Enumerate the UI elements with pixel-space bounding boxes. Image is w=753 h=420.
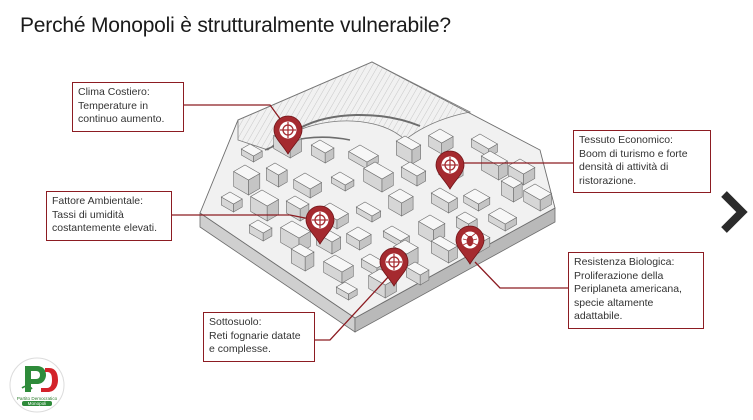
- callout-line: Temperature in: [78, 99, 149, 112]
- map-pin-sottosuolo: [379, 247, 409, 287]
- harbour-pier: [299, 114, 421, 129]
- callout-line: Boom di turismo e forte: [579, 147, 688, 160]
- building-block: [488, 207, 518, 232]
- callout-line: densità di attività di: [579, 161, 669, 174]
- crosshair-icon: [312, 212, 328, 228]
- callout-heading: Sottosuolo:: [209, 316, 262, 328]
- logo-caption: Partito Democratico Monopoli: [8, 396, 66, 407]
- building-block: [290, 243, 315, 272]
- callout-line: ristorazione.: [579, 174, 637, 187]
- map-pin-biologica: [455, 225, 485, 265]
- building-block: [233, 164, 261, 196]
- building-block: [463, 188, 491, 212]
- callout-heading: Fattore Ambientale:: [52, 195, 144, 207]
- building-block: [430, 235, 459, 264]
- building-block: [405, 261, 430, 286]
- building-block: [346, 226, 372, 251]
- crosshair-icon: [386, 254, 402, 270]
- callout-line: costantemente elevati.: [52, 222, 158, 235]
- building-block: [500, 175, 523, 203]
- map-pins: [273, 115, 485, 287]
- building-block: [395, 135, 422, 165]
- slide-title: Perché Monopoli è strutturalmente vulner…: [20, 14, 451, 37]
- callout-line: Tassi di umidità: [52, 208, 124, 221]
- building-block: [323, 254, 354, 284]
- callout-line: Proliferazione della: [574, 269, 664, 282]
- map-pin-ambientale: [305, 205, 335, 245]
- harbour-breakwater: [264, 136, 351, 151]
- cockroach-icon: [462, 232, 478, 247]
- building-block: [265, 162, 288, 188]
- map-pin-clima: [273, 115, 303, 155]
- building-block: [293, 172, 323, 199]
- callout-resistenza-biologica: Resistenza Biologica: Proliferazione del…: [568, 252, 704, 329]
- callout-line: e complesse.: [209, 343, 271, 356]
- chevron-right-icon[interactable]: [716, 188, 752, 236]
- callout-line: adattabile.: [574, 310, 623, 323]
- callout-clima-costiero: Clima Costiero: Temperature in continuo …: [72, 82, 184, 132]
- callout-heading: Clima Costiero:: [78, 86, 150, 98]
- callout-sottosuolo: Sottosuolo: Reti fognarie datate e compl…: [203, 312, 315, 362]
- crosshair-icon: [442, 157, 458, 173]
- building-block: [470, 133, 499, 158]
- building-block: [400, 161, 427, 187]
- leader-sottosuolo: [315, 274, 391, 341]
- building-block: [428, 128, 454, 155]
- leader-biologica: [474, 261, 568, 289]
- callout-line: specie altamente: [574, 296, 654, 309]
- crosshair-icon: [280, 122, 296, 138]
- building-block: [310, 139, 335, 164]
- building-block: [330, 171, 355, 192]
- party-logo: [9, 357, 65, 413]
- building-block: [508, 158, 536, 186]
- building-block: [363, 161, 394, 193]
- callout-tessuto-economico: Tessuto Economico: Boom di turismo e for…: [573, 130, 711, 194]
- logo-caption-line: Partito Democratico: [16, 396, 58, 401]
- callout-heading: Tessuto Economico:: [579, 134, 673, 146]
- map-pin-tessuto: [435, 150, 465, 190]
- building-block: [220, 191, 243, 213]
- callout-line: Periplaneta americana,: [574, 283, 682, 296]
- callout-heading: Resistenza Biologica:: [574, 256, 675, 268]
- building-block: [355, 201, 382, 223]
- callout-line: Reti fognarie datate: [209, 329, 301, 342]
- building-block: [240, 143, 263, 163]
- building-block: [523, 183, 553, 212]
- callout-line: continuo aumento.: [78, 113, 165, 126]
- building-block: [335, 281, 358, 301]
- building-block: [248, 219, 273, 242]
- building-block: [480, 150, 509, 181]
- building-block: [348, 144, 379, 170]
- building-block: [388, 188, 414, 217]
- callout-fattore-ambientale: Fattore Ambientale: Tassi di umidità cos…: [46, 191, 172, 241]
- building-block: [430, 187, 459, 214]
- logo-caption-line: Monopoli: [22, 401, 52, 407]
